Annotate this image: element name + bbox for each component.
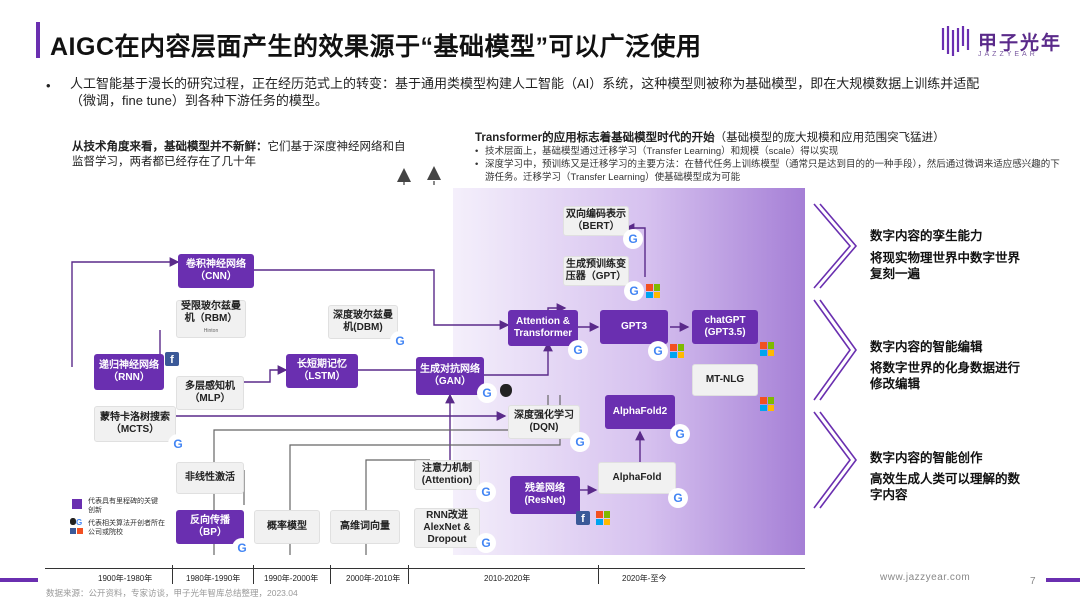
legend-milestone-swatch [72,499,82,509]
microsoft-icon [596,511,610,525]
node-rnn: 递归神经网络（RNN） [94,354,164,390]
google-icon: G [672,426,688,442]
transformer-item: 技术层面上，基础模型通过迁移学习（Transfer Learning）和规模（s… [475,145,1065,158]
node-resnet: 残差网络(ResNet) [510,476,580,514]
google-icon: G [478,484,494,500]
transformer-heading: Transformer的应用标志着基础模型时代的开始（基础模型的庞大规模和应用范… [475,129,945,145]
node-gpt3: GPT3 [600,310,668,344]
google-icon: G [626,283,642,299]
google-icon: G [234,540,250,556]
timeline-label: 1990年-2000年 [264,574,319,583]
page-number: 7 [1030,576,1036,587]
node-rbm-label: 受限玻尔兹曼机（RBM） [181,301,241,324]
node-rnn-improve: RNN改进AlexNet & Dropout [414,508,480,548]
microsoft-icon [77,528,83,534]
title-accent-bar [36,22,40,58]
node-rbm-sub: Hinton [203,328,219,334]
node-transformer: Attention & Transformer [508,310,578,346]
rs-title-3: 数字内容的智能创作 [870,451,983,465]
facebook-icon: f [576,511,590,525]
google-icon: G [572,434,588,450]
node-gan: 生成对抗网络（GAN） [416,357,484,395]
google-icon: G [570,342,586,358]
node-attention: 注意力机制(Attention) [414,460,480,490]
timeline-label: 1900年-1980年 [98,574,153,583]
node-alphafold: AlphaFold [598,462,676,494]
legend-milestone-label: 代表具有里程碑的关键创新 [88,498,158,514]
footer-accent-right [1046,578,1080,582]
google-icon: G [625,231,641,247]
node-rbm: 受限玻尔兹曼机（RBM） Hinton [176,300,246,338]
apple-icon [500,384,512,397]
node-dbm: 深度玻尔兹曼机(DBM) [328,305,398,339]
node-gpt: 生成预训练变压器（GPT） [563,256,629,286]
transformer-item: 深度学习中，预训练又是迁移学习的主要方法：在替代任务上训练模型（通常只是达到目的… [475,158,1065,184]
legend-company-icons: G [70,518,86,536]
legend-company-label: 代表相关算法开创者所在公司或院校 [88,520,165,536]
logo-text: 甲子光年 [978,33,1063,54]
left-note: 从技术角度来看，基础模型并不新鲜：它们基于深度神经网络和自监督学习，两者都已经存… [72,140,412,170]
page-title: AIGC在内容层面产生的效果源于“基础模型”可以广泛使用 [50,33,702,61]
microsoft-icon [670,344,684,358]
node-prob: 概率模型 [254,510,320,544]
node-chatgpt: chatGPT (GPT3.5) [692,310,758,344]
timeline-axis [45,568,805,569]
facebook-icon [70,528,76,534]
timeline-tick [253,565,254,584]
transformer-heading-note: （基础模型的庞大规模和应用范围突飞猛进） [714,132,945,144]
rs-desc-2: 将数字世界的化身数据进行修改编辑 [870,361,1021,391]
footer-source: 数据来源：公开资料，专家访谈，甲子光年智库总结整理，2023.04 [46,588,298,598]
intro-paragraph: 人工智能基于漫长的研究过程，正在经历范式上的转变：基于通用类模型构建人工智能（A… [70,76,980,108]
timeline-label: 2000年-2010年 [346,574,401,583]
node-cnn: 卷积神经网络（CNN） [178,254,254,288]
footer-accent-left [0,578,38,582]
node-highdim: 高维词向量 [330,510,400,544]
node-alphafold2: AlphaFold2 [605,395,675,429]
node-nonlinear: 非线性激活 [176,462,244,494]
google-icon: G [478,535,494,551]
timeline-tick [598,565,599,584]
bullet-icon: • [46,78,51,93]
right-chevrons [813,203,858,509]
transformer-list: 技术层面上，基础模型通过迁移学习（Transfer Learning）和规模（s… [475,145,1065,184]
rs-desc-1: 将现实物理世界中数字世界复刻一遍 [870,251,1021,281]
rs-title-1: 数字内容的孪生能力 [870,229,983,243]
google-icon: G [76,518,83,527]
microsoft-icon [760,397,774,411]
left-note-text: 它们基于深度神经网络和自监督学习，两者都已经存在了几十年 [72,141,406,168]
microsoft-icon [760,342,774,356]
node-lstm: 长短期记忆（LSTM） [286,354,358,388]
node-mlp: 多层感知机（MLP） [176,376,244,410]
node-bert: 双向编码表示（BERT） [563,206,629,236]
rs-desc-3: 高效生成人类可以理解的数字内容 [870,472,1021,502]
timeline-tick [330,565,331,584]
google-icon: G [392,333,408,349]
timeline-label: 2020年-至今 [622,574,667,583]
apple-icon [70,518,76,525]
node-mtnlg: MT-NLG [692,364,758,396]
logo-icon [940,24,972,63]
node-mcts: 蒙特卡洛树搜索（MCTS） [94,406,176,442]
node-dqn: 深度强化学习(DQN) [508,405,580,439]
timeline-tick [172,565,173,584]
google-icon: G [670,490,686,506]
facebook-icon: f [165,352,179,366]
timeline-tick [408,565,409,584]
footer-website[interactable]: www.jazzyear.com [880,572,971,583]
transformer-heading-bold: Transformer的应用标志着基础模型时代的开始 [475,132,715,144]
left-note-bold: 从技术角度来看，基础模型并不新鲜： [72,141,268,153]
rs-title-2: 数字内容的智能编辑 [870,340,983,354]
node-bp: 反向传播（BP） [176,510,244,544]
timeline-label: 1980年-1990年 [186,574,241,583]
microsoft-icon [646,284,660,298]
google-icon: G [479,385,495,401]
google-icon: G [170,436,186,452]
logo-subtext: JAZZYEAR [978,51,1038,58]
timeline-label: 2010-2020年 [484,574,531,583]
google-icon: G [650,343,666,359]
